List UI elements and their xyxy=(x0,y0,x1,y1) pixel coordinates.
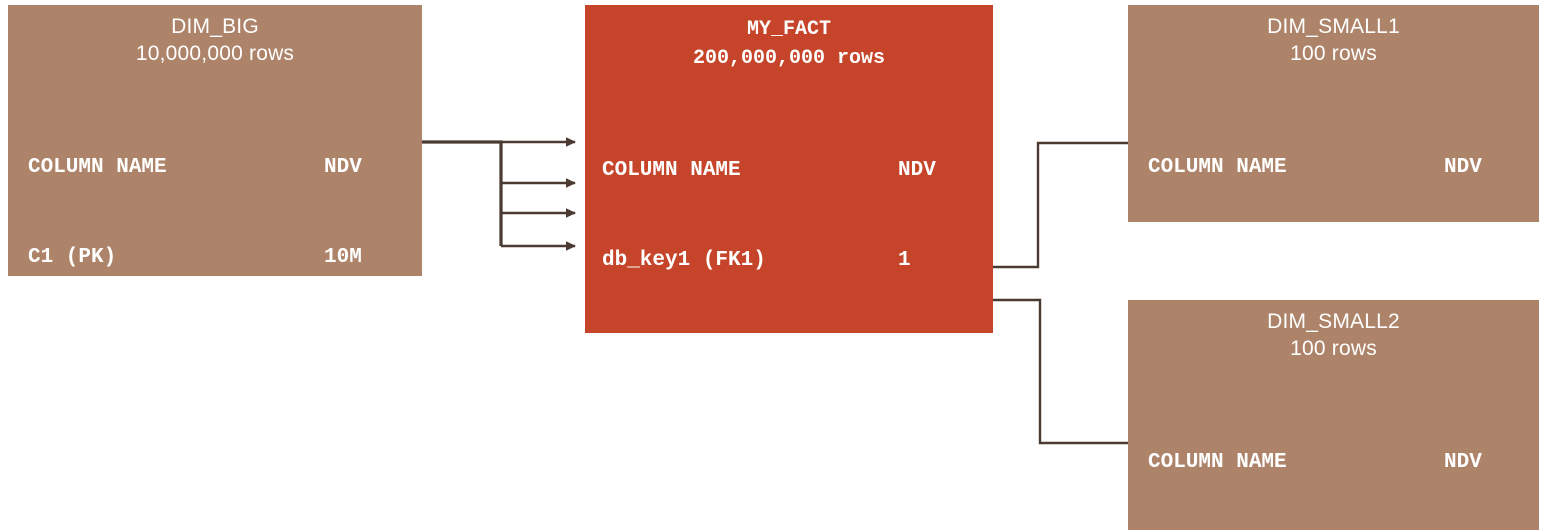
table-dim-small2-rowcount: 100 rows xyxy=(1290,337,1377,360)
column-name-header: COLUMN NAME xyxy=(602,159,741,182)
column-name-header: COLUMN NAME xyxy=(28,156,167,179)
table-header-row: COLUMN NAME NDV xyxy=(1148,448,1539,478)
table-dim-small2-title: DIM_SMALL2 xyxy=(1267,310,1400,333)
table-header-row: COLUMN NAME NDV xyxy=(602,156,993,186)
table-dim-small2-body: COLUMN NAME NDV C1 (PK) 100 C2 100 xyxy=(1128,388,1539,530)
table-dim-small1-rowcount: 100 rows xyxy=(1290,42,1377,65)
column-name-header: COLUMN NAME xyxy=(1148,451,1287,474)
connector-dim-big-trunk xyxy=(422,140,503,246)
column-ndv: 10M xyxy=(324,246,362,269)
column-ndv: 1 xyxy=(898,249,911,272)
column-name-header: COLUMN NAME xyxy=(1148,156,1287,179)
ndv-header: NDV xyxy=(898,159,936,182)
table-my-fact-body: COLUMN NAME NDV db_key1 (FK1) 1 db_key2 … xyxy=(585,96,993,333)
column-name: db_key1 (FK1) xyxy=(602,249,766,272)
table-dim-small1-body: COLUMN NAME NDV C1 (PK) 100 C2 100 xyxy=(1128,93,1539,222)
table-my-fact[interactable]: MY_FACT 200,000,000 rows COLUMN NAME NDV… xyxy=(585,5,993,333)
table-dim-big-title: DIM_BIG xyxy=(171,15,259,38)
table-header-row: COLUMN NAME NDV xyxy=(28,153,422,183)
table-dim-small2[interactable]: DIM_SMALL2 100 rows COLUMN NAME NDV C1 (… xyxy=(1128,300,1539,530)
table-header-row: COLUMN NAME NDV xyxy=(1148,153,1539,183)
table-row: db_key1 (FK1) 1 xyxy=(602,246,993,276)
ndv-header: NDV xyxy=(1444,451,1482,474)
table-dim-small1[interactable]: DIM_SMALL1 100 rows COLUMN NAME NDV C1 (… xyxy=(1128,5,1539,222)
ndv-header: NDV xyxy=(324,156,362,179)
table-dim-big-body: COLUMN NAME NDV C1 (PK) 10M C2 100 C3 3K… xyxy=(8,93,422,276)
table-my-fact-title: MY_FACT xyxy=(746,18,831,41)
column-name: C1 (PK) xyxy=(28,246,117,269)
table-my-fact-rowcount: 200,000,000 rows xyxy=(692,47,886,70)
table-row: C1 (PK) 10M xyxy=(28,243,422,273)
table-dim-big[interactable]: DIM_BIG 10,000,000 rows COLUMN NAME NDV … xyxy=(8,5,422,276)
table-dim-big-rowcount: 10,000,000 rows xyxy=(135,42,295,65)
ndv-header: NDV xyxy=(1444,156,1482,179)
table-dim-small1-title: DIM_SMALL1 xyxy=(1267,15,1400,38)
